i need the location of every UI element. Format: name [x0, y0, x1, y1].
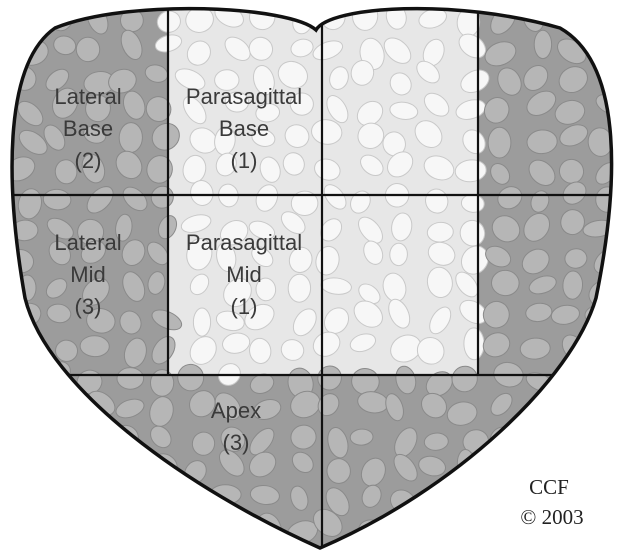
gland-cell: [75, 509, 110, 539]
gland-cell: [495, 481, 523, 516]
gland-cell: [596, 187, 620, 212]
label-line: (1): [231, 148, 258, 173]
label-line: (3): [75, 294, 102, 319]
label-line: Apex: [211, 398, 261, 423]
label-line: Base: [219, 116, 269, 141]
gland-cell: [531, 400, 557, 428]
gland-cell: [288, 274, 311, 302]
gland-cell: [587, 0, 621, 31]
gland-cell: [141, 514, 174, 549]
gland-cell: [119, 122, 143, 153]
gland-cell: [152, 492, 179, 513]
gland-cell: [587, 508, 623, 541]
gland-cell: [454, 514, 489, 541]
gland-cell: [383, 516, 418, 544]
label-line: (3): [223, 430, 250, 455]
gland-cell: [462, 485, 488, 509]
copyright-mark: CCF © 2003: [520, 475, 583, 529]
gland-cell: [42, 450, 69, 478]
gland-cell: [587, 432, 615, 452]
gland-cell: [584, 481, 621, 515]
gland-cell: [83, 429, 110, 455]
gland-cell: [624, 184, 628, 217]
gland-cell: [75, 457, 106, 483]
gland-cell: [175, 515, 209, 548]
gland-cell: [624, 0, 628, 29]
gland-cell: [216, 507, 248, 538]
label-line: Parasagittal: [186, 230, 302, 255]
gland-cell: [493, 449, 524, 481]
gland-cell: [117, 367, 144, 389]
gland-cell: [621, 295, 628, 331]
gland-cell: [623, 212, 628, 244]
gland-cell: [193, 308, 210, 336]
gland-cell: [52, 419, 82, 447]
gland-cell: [513, 416, 546, 450]
gland-cell: [421, 514, 450, 547]
copyright-notice: © 2003: [520, 505, 583, 529]
gland-cell: [464, 328, 485, 360]
gland-cell: [389, 243, 407, 266]
gland-cell: [582, 332, 614, 363]
gland-cell: [106, 453, 143, 490]
gland-cell: [6, 508, 38, 541]
gland-cell: [591, 362, 620, 386]
gland-cell: [591, 28, 617, 60]
label-line: Parasagittal: [186, 84, 302, 109]
gland-cell: [151, 370, 174, 397]
gland-cell: [116, 493, 148, 514]
label-line: Mid: [70, 262, 105, 287]
gland-cell: [43, 396, 79, 430]
gland-cell: [18, 487, 45, 515]
gland-cell: [488, 127, 511, 158]
gland-cell: [623, 518, 628, 549]
gland-cell: [584, 397, 612, 421]
label-line: (1): [231, 294, 258, 319]
gland-cell: [13, 398, 41, 425]
gland-cell: [78, 484, 111, 513]
gland-cell: [625, 397, 628, 428]
gland-cell: [534, 30, 551, 58]
gland-cell: [12, 366, 35, 393]
gland-cell: [5, 8, 35, 39]
gland-cell: [618, 418, 628, 452]
gland-cell: [619, 55, 628, 90]
gland-cell: [558, 367, 585, 392]
gland-cell: [76, 37, 100, 62]
gland-cell: [558, 424, 590, 457]
label-line: Lateral: [54, 230, 121, 255]
gland-cell: [587, 458, 618, 480]
gland-cell: [616, 270, 628, 300]
gland-cell: [112, 511, 146, 548]
gland-cell: [80, 335, 110, 357]
gland-cell: [51, 515, 74, 548]
copyright-owner: CCF: [529, 475, 569, 499]
label-line: Lateral: [54, 84, 121, 109]
gland-cell: [39, 485, 73, 520]
label-line: Base: [63, 116, 113, 141]
gland-cell: [623, 156, 628, 183]
gland-cell: [15, 450, 43, 480]
label-line: Mid: [226, 262, 261, 287]
gland-cell: [554, 387, 585, 422]
label-line: (2): [75, 148, 102, 173]
gland-cell: [488, 521, 516, 546]
gland-cell: [18, 419, 43, 446]
